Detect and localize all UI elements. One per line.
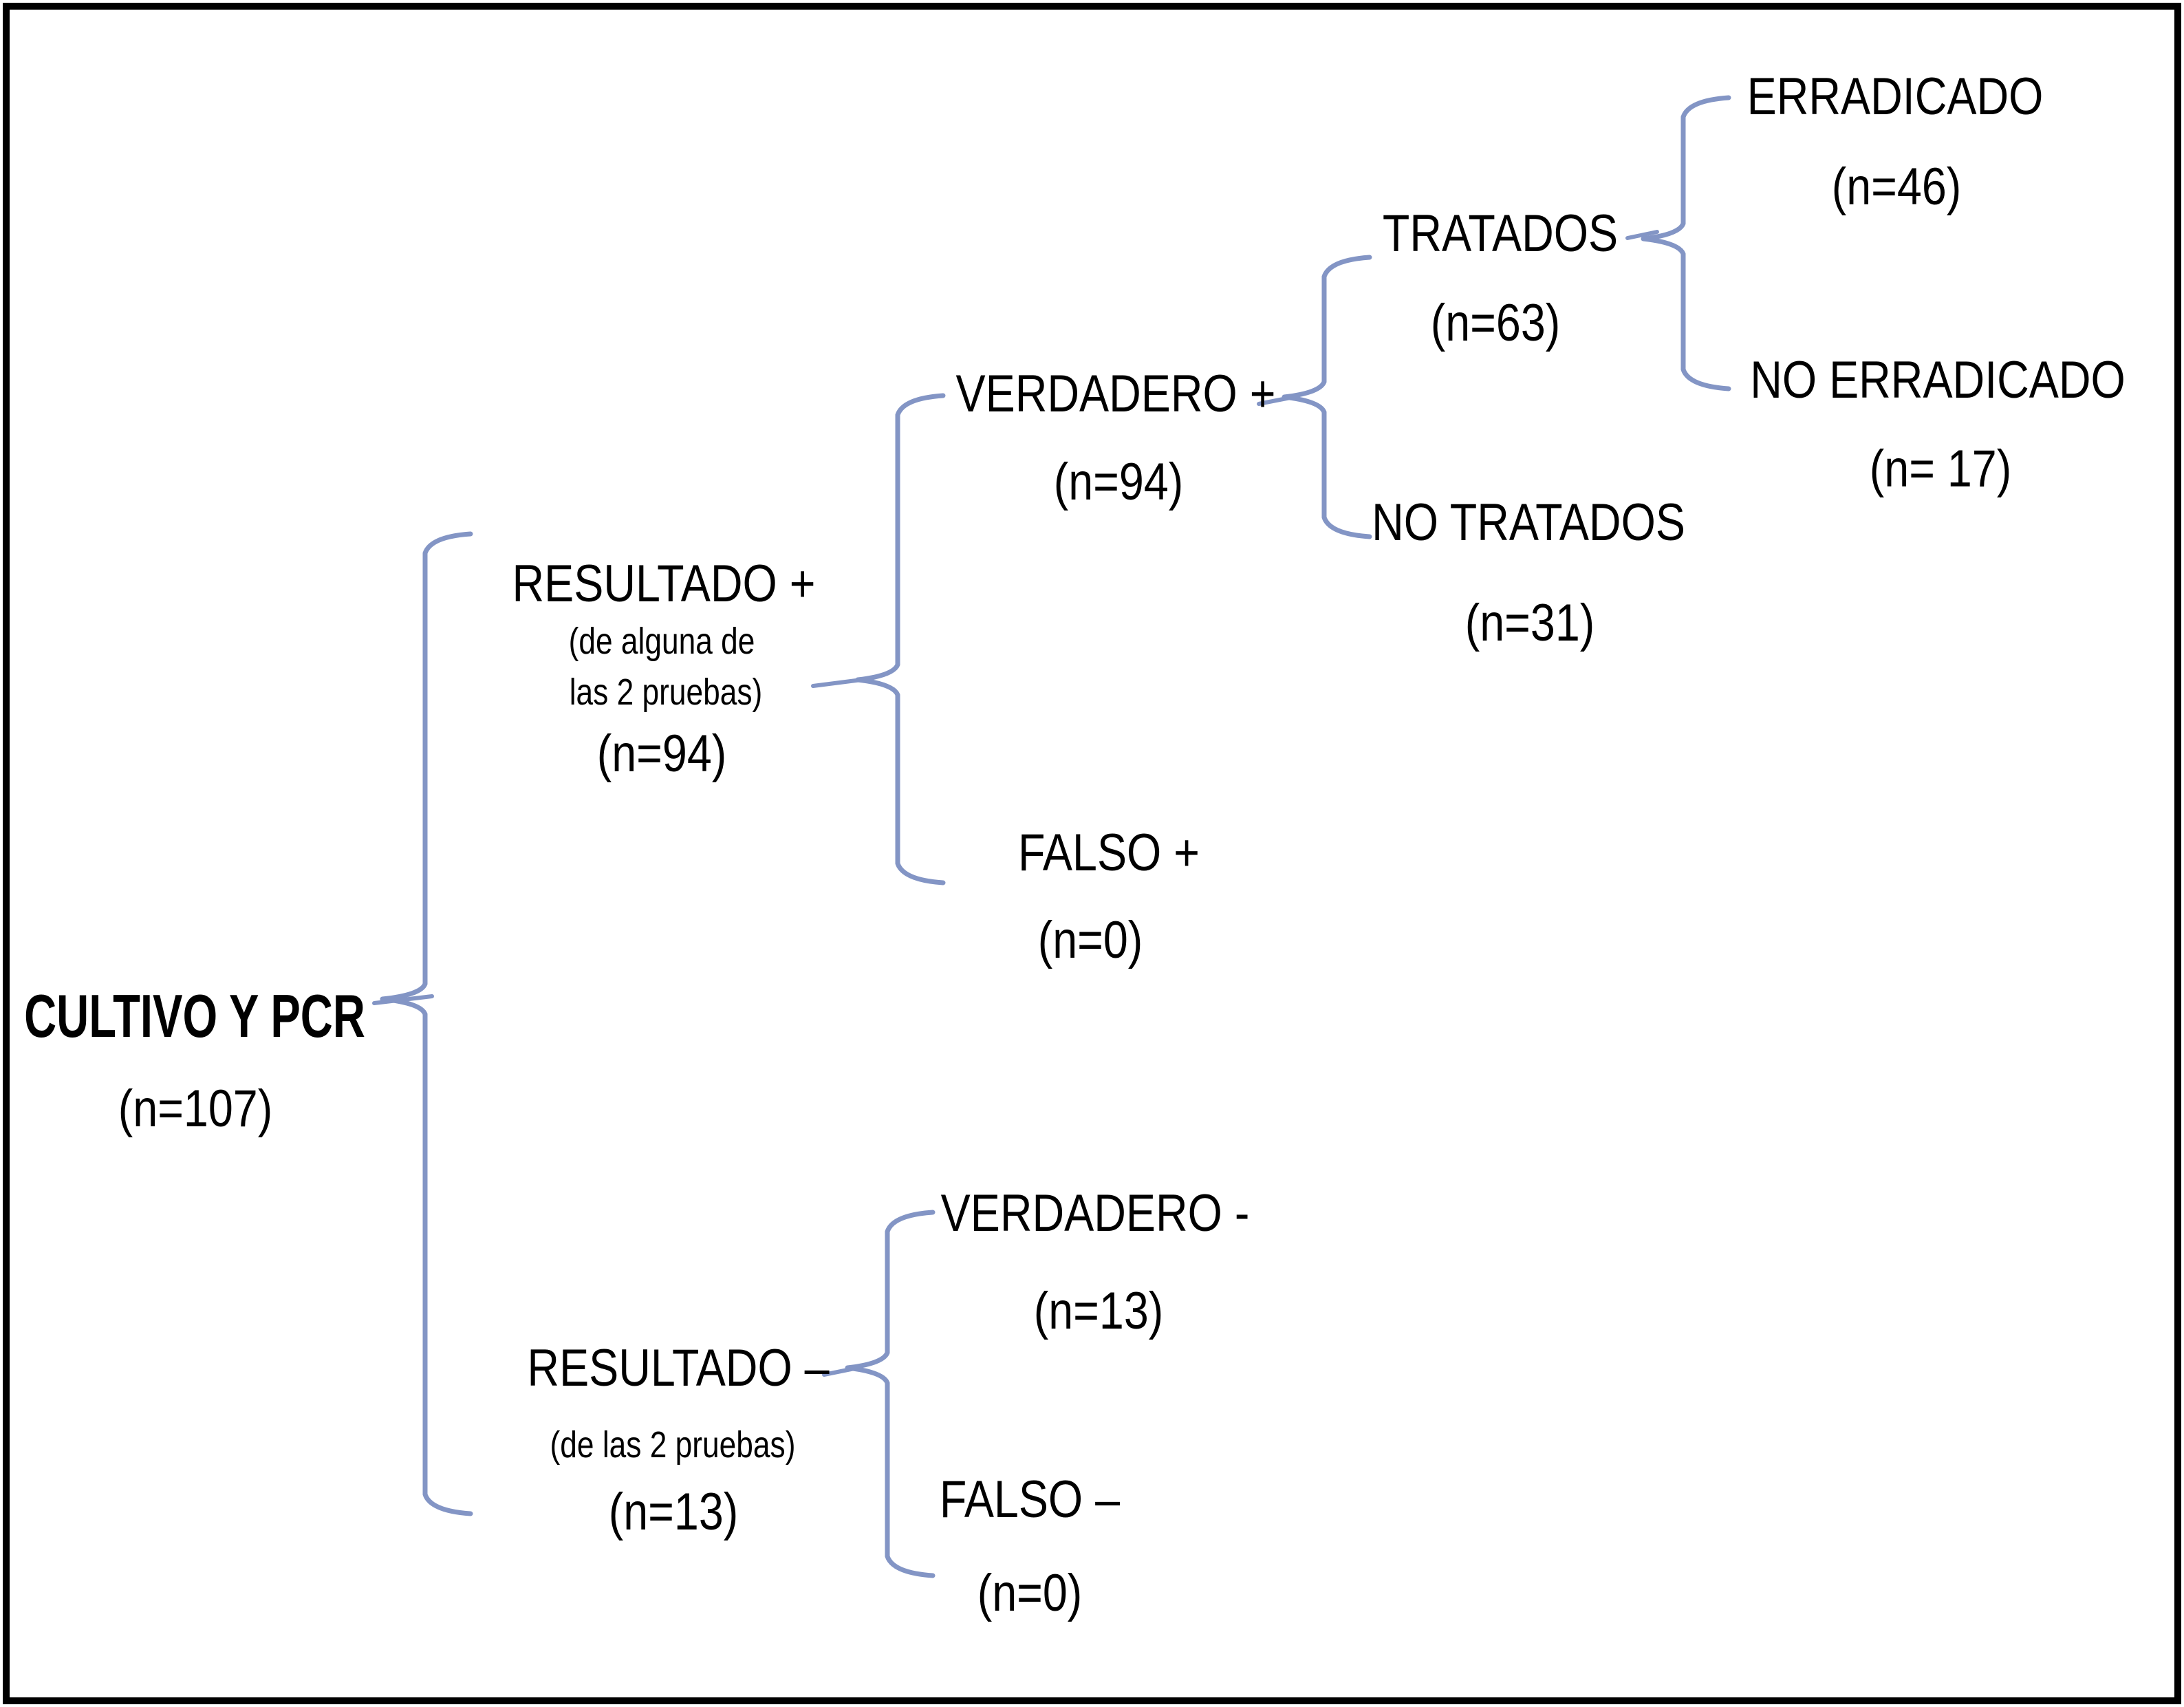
node-falso-neg-count: (n=0) (977, 1564, 1083, 1622)
connector-verdadero-pos (1257, 394, 1299, 406)
node-no-erradicado-count: (n= 17) (1869, 440, 2012, 498)
connector-tratados (1625, 230, 1659, 240)
node-verdadero-neg-count: (n=13) (1033, 1282, 1164, 1340)
node-resultado-pos-subtitle-line1: (de alguna de (568, 621, 755, 662)
node-resultado-neg-subtitle: (de las 2 pruebas) (550, 1424, 796, 1466)
connector-root (372, 994, 434, 1005)
node-verdadero-neg-title: VERDADERO - (940, 1184, 1250, 1243)
node-verdadero-pos-count: (n=94) (1053, 453, 1184, 511)
node-no-tratados-title: NO TRATADOS (1372, 493, 1685, 552)
node-resultado-neg-count: (n=13) (608, 1483, 739, 1541)
connector-resultado-pos (811, 676, 874, 688)
brace-tratados-children (1641, 95, 1731, 391)
node-cultivo-y-pcr-count: (n=107) (118, 1080, 273, 1138)
brace-resultado-pos-children (855, 393, 946, 885)
connector-resultado-neg (822, 1365, 863, 1377)
brace-root-children (380, 531, 473, 1516)
node-resultado-pos-title: RESULTADO + (512, 555, 816, 613)
node-tratados-count: (n=63) (1430, 294, 1561, 352)
node-verdadero-pos-title: VERDADERO + (955, 365, 1276, 423)
node-erradicado-title: ERRADICADO (1747, 67, 2044, 126)
node-resultado-pos-subtitle-line2: las 2 pruebas) (569, 672, 763, 713)
node-no-tratados-count: (n=31) (1464, 594, 1595, 652)
node-tratados-title: TRATADOS (1382, 204, 1619, 263)
node-falso-pos-count: (n=0) (1037, 911, 1143, 969)
brace-resultado-neg-children (845, 1210, 936, 1578)
node-falso-pos-title: FALSO + (1018, 824, 1200, 882)
node-erradicado-count: (n=46) (1831, 158, 1962, 216)
node-resultado-pos-count: (n=94) (596, 724, 727, 783)
node-resultado-neg-title: RESULTADO – (527, 1339, 830, 1397)
node-no-erradicado-title: NO ERRADICADO (1750, 351, 2126, 409)
node-cultivo-y-pcr-title: CULTIVO Y PCR (24, 982, 365, 1050)
node-falso-neg-title: FALSO – (939, 1470, 1121, 1529)
